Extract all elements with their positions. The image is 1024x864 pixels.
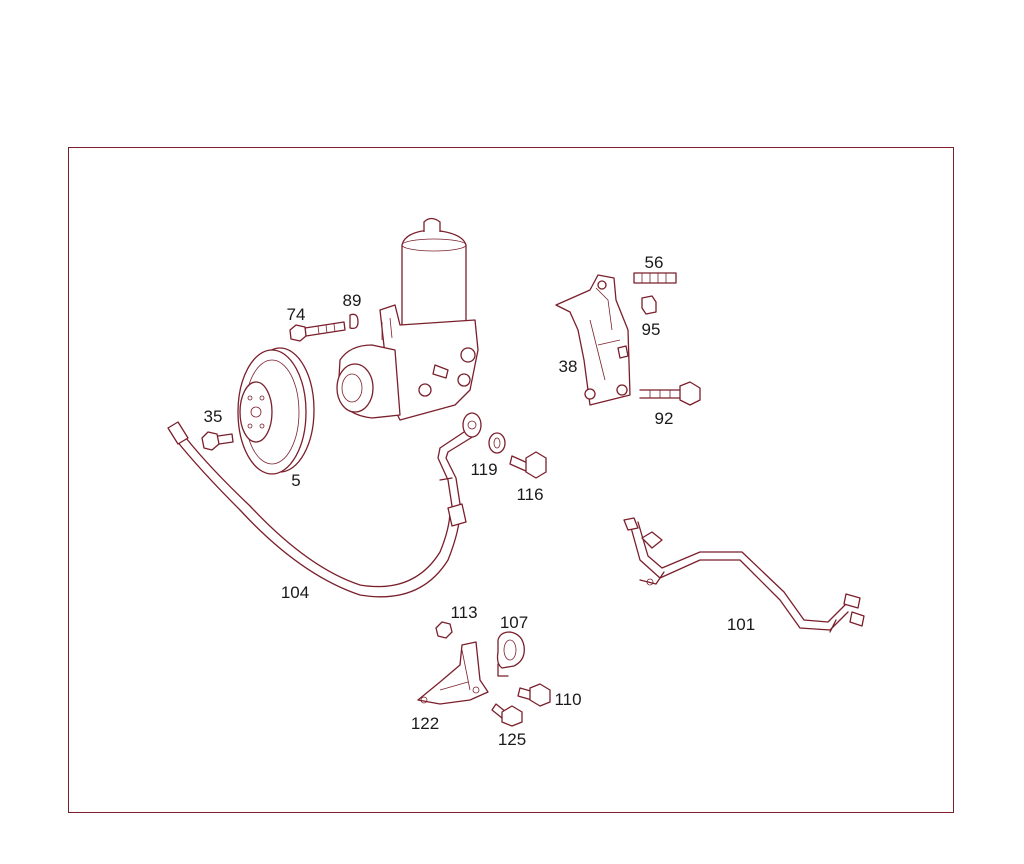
- part-119-washer: [488, 432, 506, 454]
- callout-89: 89: [343, 291, 362, 310]
- callout-125: 125: [498, 730, 526, 749]
- callout-35: 35: [204, 407, 223, 426]
- callout-116: 116: [516, 485, 543, 504]
- part-89-key: [349, 313, 359, 330]
- callout-92: 92: [655, 409, 674, 428]
- part-113-nut: [435, 621, 453, 639]
- part-122-bracket: [417, 641, 489, 705]
- power-steering-pump: [336, 217, 479, 421]
- callout-5: 5: [291, 471, 300, 490]
- part-35-bolt: [201, 431, 234, 451]
- callout-38: 38: [559, 357, 578, 376]
- part-5-pulley: [237, 347, 315, 475]
- part-125-bolt: [491, 703, 523, 727]
- part-110-bolt: [517, 683, 551, 707]
- part-74-bolt: [289, 321, 346, 342]
- callout-95: 95: [642, 320, 661, 339]
- part-107-clamp: [496, 631, 525, 677]
- callout-122: 122: [411, 714, 439, 733]
- part-56-stud: [633, 272, 677, 284]
- callout-104: 104: [281, 583, 309, 602]
- part-95-nut: [641, 295, 657, 315]
- diagram-frame: [68, 147, 954, 813]
- callout-107: 107: [500, 613, 528, 632]
- part-92-bolt: [639, 381, 701, 406]
- callout-74: 74: [287, 305, 306, 324]
- callout-119: 119: [470, 460, 497, 479]
- part-38-bracket: [555, 274, 631, 406]
- callout-110: 110: [554, 690, 581, 709]
- part-104-hose: [167, 412, 482, 598]
- callout-113: 113: [450, 603, 477, 622]
- callout-101: 101: [727, 615, 755, 634]
- callout-56: 56: [645, 253, 664, 272]
- part-116-banjo-bolt: [509, 451, 547, 479]
- part-101-return-line: [623, 517, 865, 633]
